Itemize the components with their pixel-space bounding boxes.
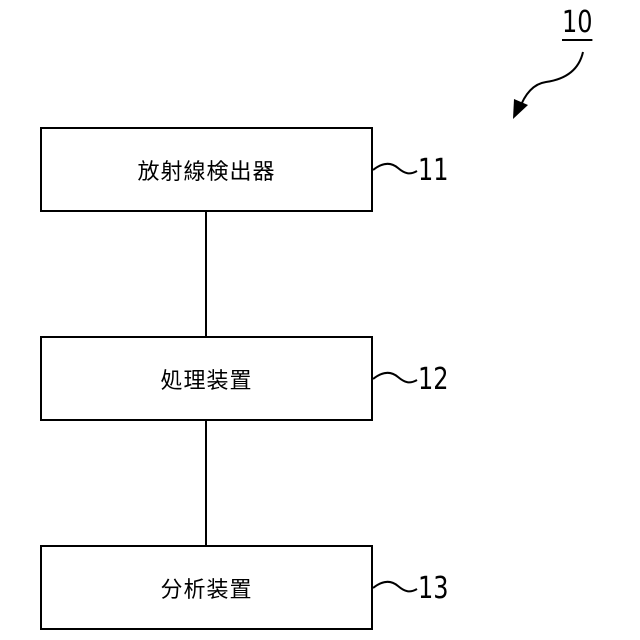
block-analysis-device: 分析装置 [40, 545, 373, 630]
block-processing-device: 処理装置 [40, 336, 373, 421]
figure-ref-label: 10 [562, 8, 593, 41]
block-radiation-detector: 放射線検出器 [40, 127, 373, 212]
leader-line-13 [373, 582, 417, 592]
block-label: 分析装置 [160, 572, 252, 604]
block-label: 放射線検出器 [137, 154, 275, 186]
block-ref-label: 12 [418, 365, 449, 395]
block-ref-label: 11 [418, 156, 449, 186]
block-ref-label: 13 [418, 574, 449, 604]
block-label: 処理装置 [160, 363, 252, 395]
leader-line-11 [373, 164, 417, 174]
figure-arrow-head [513, 99, 528, 119]
leader-line-12 [373, 373, 417, 383]
figure-arrow [519, 52, 583, 110]
